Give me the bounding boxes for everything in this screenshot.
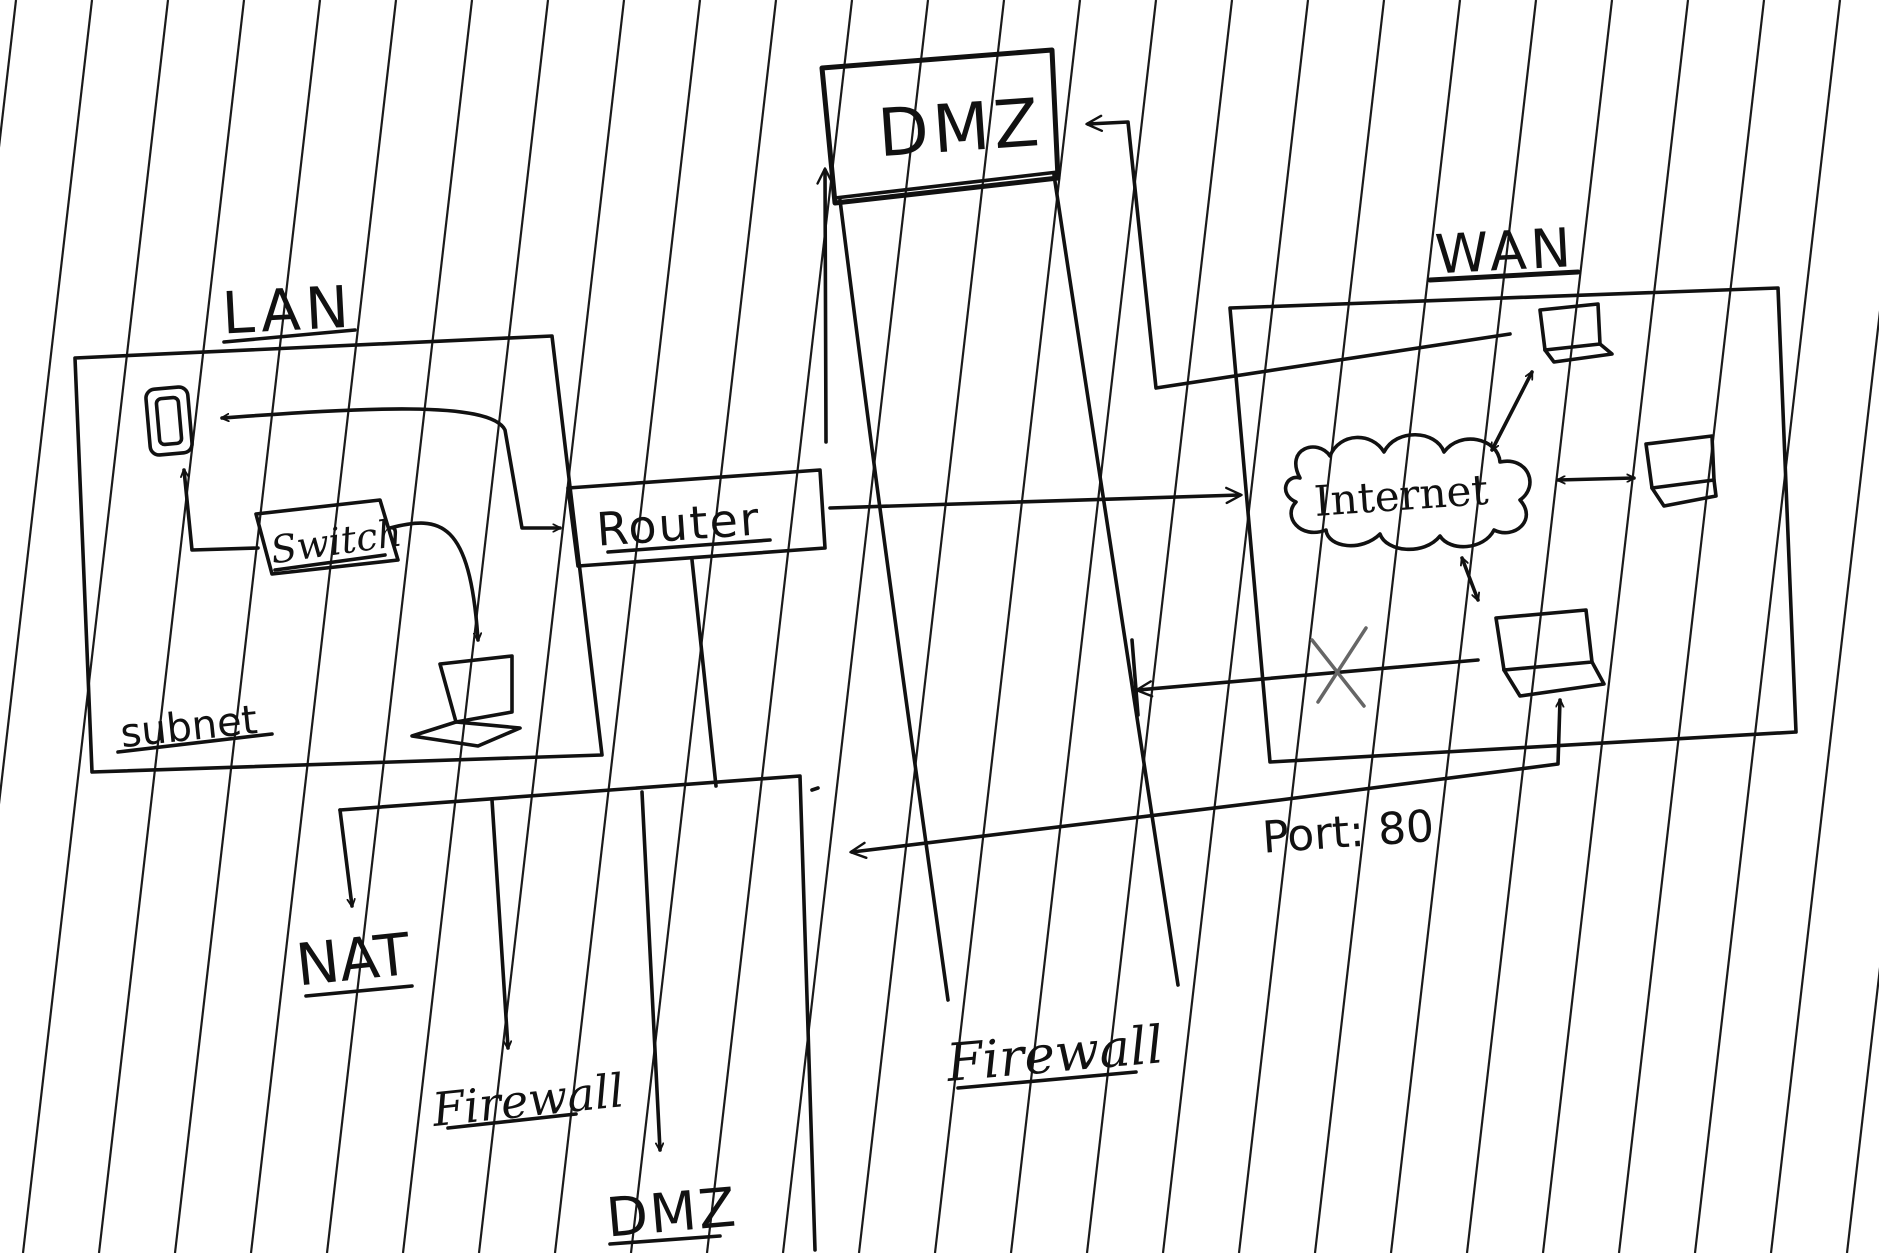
mobile-phone-icon	[144, 385, 194, 457]
rule-line	[933, 0, 1082, 1253]
internet-laptop-top-arrow	[1490, 370, 1534, 452]
rule-line	[1845, 966, 1879, 1253]
lan-box: LAN Switch subnet	[73, 273, 604, 774]
rule-line	[249, 0, 398, 1253]
rule-line	[0, 0, 18, 148]
firewall-center-underline	[956, 1070, 1138, 1090]
rule-line	[1389, 0, 1538, 1253]
cloud-icon: Internet	[1283, 432, 1532, 552]
rule-line	[1009, 0, 1158, 1253]
rule-line	[629, 0, 778, 1253]
rule-line	[1465, 0, 1614, 1253]
x-mark-icon	[1310, 626, 1368, 708]
firewall-zone-lines	[816, 167, 1180, 1002]
port-label: Port: 80	[1261, 801, 1436, 864]
dmz-box: DMZ	[819, 47, 1061, 206]
rule-line	[97, 0, 246, 1253]
rule-line	[173, 0, 322, 1253]
router-branch-tree	[338, 558, 820, 1252]
rule-line	[1541, 0, 1690, 1253]
rule-line	[1769, 310, 1879, 1253]
rule-line	[325, 0, 474, 1253]
rule-line	[705, 0, 854, 1253]
rule-line	[21, 0, 170, 1253]
wan-laptop-top	[1538, 302, 1614, 364]
rule-line	[857, 0, 1006, 1253]
internet-laptop-right-arrow	[1556, 478, 1636, 480]
wan-laptop-bottom	[1494, 608, 1606, 698]
rule-line	[1693, 0, 1842, 1253]
wan-box: WAN Internet	[1135, 216, 1798, 764]
internet-laptop-bottom-arrow	[1462, 556, 1478, 602]
wan-to-dmz-arrow	[1085, 114, 1512, 390]
firewall-center-label: Firewall	[943, 1015, 1166, 1094]
laptop-icon	[410, 654, 522, 748]
dmz-bottom-underline	[608, 1234, 722, 1246]
wan-title-underline	[1427, 269, 1581, 283]
rule-line	[1085, 0, 1234, 1253]
rule-line	[1313, 0, 1462, 1253]
subnet-underline	[116, 732, 274, 754]
rule-line	[1161, 0, 1310, 1253]
router-internet-arrow	[828, 486, 1243, 510]
port-80-arrow	[852, 698, 1560, 852]
phone-router-arrow	[220, 407, 562, 528]
dmz-box-label: DMZ	[875, 84, 1045, 172]
wan-laptop-right	[1644, 434, 1718, 508]
switch-device: Switch	[254, 498, 404, 576]
firewall-left-underline	[446, 1112, 578, 1130]
rule-line	[0, 0, 94, 805]
internet-label: Internet	[1313, 465, 1490, 526]
rule-line	[1237, 0, 1386, 1253]
rule-line	[1617, 0, 1766, 1253]
switch-to-laptop-arrow	[388, 521, 478, 642]
rule-line	[553, 0, 702, 1253]
blocked-connection-arrow	[1135, 658, 1480, 698]
router-device: Router	[566, 468, 827, 568]
lan-title-underline	[222, 328, 357, 344]
switch-to-phone-arrow	[184, 468, 260, 552]
nat-underline	[304, 984, 414, 998]
